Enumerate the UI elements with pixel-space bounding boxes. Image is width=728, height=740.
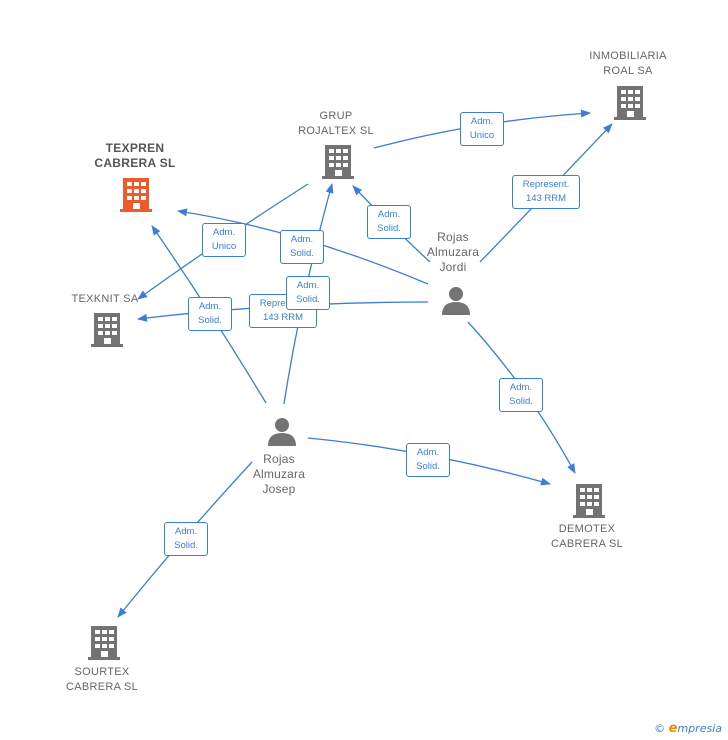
edge-label-jordi-texpren: Adm. Solid. <box>280 230 324 264</box>
building-icon[interactable] <box>614 84 646 120</box>
building-icon[interactable] <box>91 311 123 347</box>
edge-label-jordi-demotex: Adm. Solid. <box>499 378 543 412</box>
brand-name: mpresia <box>677 722 722 735</box>
person-label-jordi[interactable]: Rojas Almuzara Jordi <box>426 230 480 274</box>
building-icon[interactable] <box>322 143 354 179</box>
edge-label-josep-grup: Adm. Solid. <box>286 276 330 310</box>
person-icon[interactable] <box>267 416 297 446</box>
company-label-inmobiliaria[interactable]: INMOBILIARIA ROAL SA <box>589 50 667 77</box>
brand-initial: e <box>668 721 678 736</box>
company-label-grup[interactable]: GRUP ROJALTEX SL <box>298 110 374 137</box>
copyright-symbol: © <box>654 722 666 735</box>
edge-label-grup-inmobiliaria: Adm. Unico <box>460 112 504 146</box>
company-label-demotex[interactable]: DEMOTEX CABRERA SL <box>550 523 624 550</box>
edge-label-jordi-inmobiliaria: Represent. 143 RRM <box>512 175 580 209</box>
company-label-sourtex[interactable]: SOURTEX CABRERA SL <box>65 666 139 693</box>
building-icon[interactable] <box>573 482 605 518</box>
building-icon[interactable] <box>120 176 152 212</box>
company-label-texpren[interactable]: TEXPREN CABRERA SL <box>94 141 176 170</box>
building-icon[interactable] <box>88 624 120 660</box>
edge-label-grup-texknit: Adm. Unico <box>202 223 246 257</box>
edge-label-josep-demotex: Adm. Solid. <box>406 443 450 477</box>
person-label-josep[interactable]: Rojas Almuzara Josep <box>252 452 306 496</box>
edge-label-josep-sourtex: Adm. Solid. <box>164 522 208 556</box>
edge-label-josep-texpren: Adm. Solid. <box>188 297 232 331</box>
company-label-texknit[interactable]: TEXKNIT SA <box>71 293 139 305</box>
person-icon[interactable] <box>441 285 471 315</box>
brand-logo: © empresia <box>654 721 722 736</box>
edge-label-jordi-grup: Adm. Solid. <box>367 205 411 239</box>
